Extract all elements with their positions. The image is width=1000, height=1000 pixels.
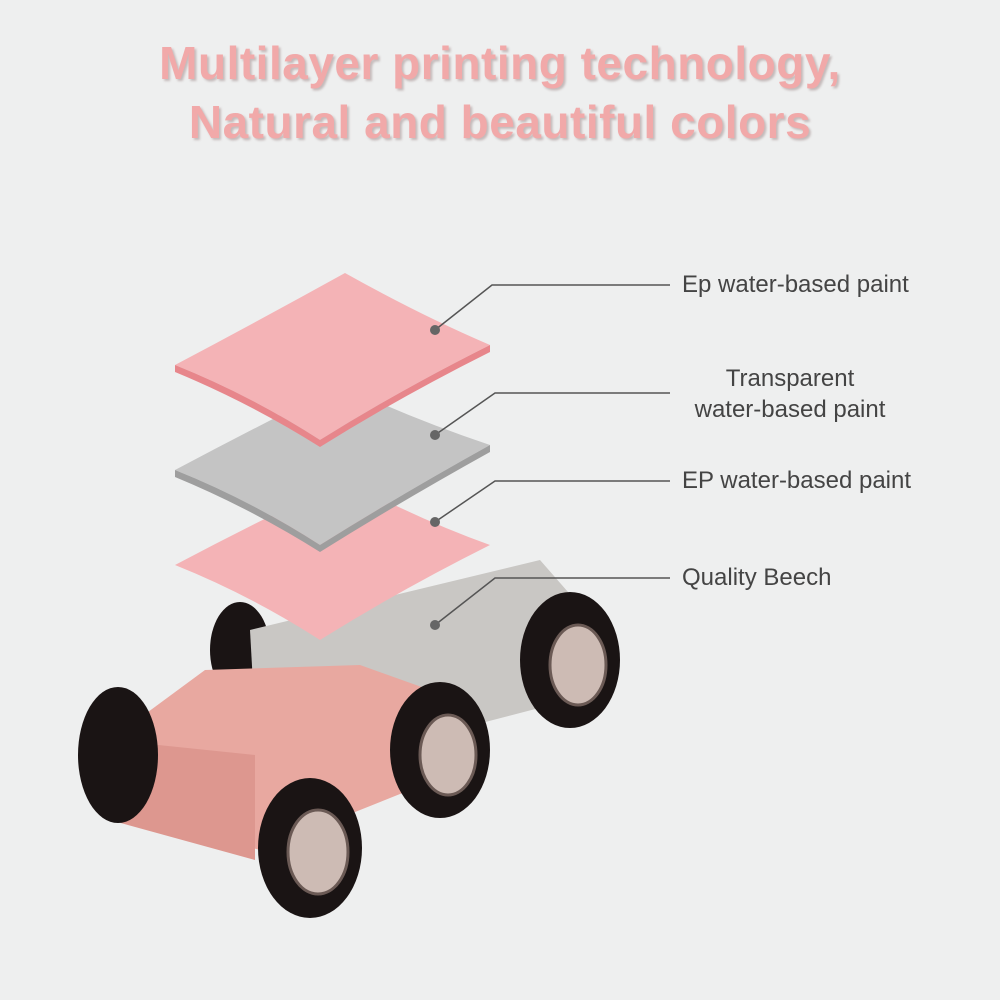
ep-paint-top-sheet (175, 273, 490, 440)
toy-car (78, 560, 620, 918)
label-transparent-line1: Transparent (725, 365, 855, 392)
pointer-dot (430, 430, 440, 440)
label-ep-water-based-paint: Ep water-based paint (682, 271, 909, 298)
ep-paint-layer-sheet (175, 480, 490, 640)
pointer-dot (430, 620, 440, 630)
headline-line-2: Natural and beautiful colors (188, 96, 812, 148)
leader-lines (434, 284, 670, 626)
headline-line-1: Multilayer printing technology, (159, 37, 841, 89)
transparent-layer-sheet (175, 385, 490, 545)
label-quality-beech: Quality Beech (682, 564, 832, 591)
label-transparent-line2: water-based paint (694, 396, 886, 423)
front-wheel-left (78, 687, 158, 823)
label-ep-water-based-paint-2: EP water-based paint (682, 467, 912, 494)
pointer-dot (430, 517, 440, 527)
pointer-dot (430, 325, 440, 335)
